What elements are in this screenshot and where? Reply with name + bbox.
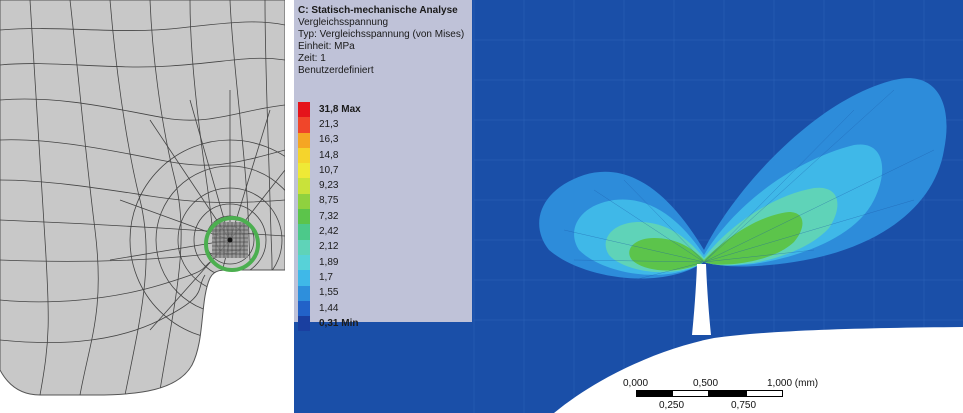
analysis-title: C: Statisch-mechanische Analyse bbox=[298, 5, 458, 16]
legend-level: 8,75 bbox=[298, 193, 361, 210]
legend-label: 1,7 bbox=[319, 271, 333, 283]
notch-slot bbox=[692, 264, 711, 335]
notch-highlight-circle bbox=[204, 216, 260, 272]
scale-seg-2 bbox=[672, 390, 709, 397]
scale-bar: 0,000 0,500 1,000 (mm) 0,250 0,750 bbox=[621, 376, 871, 412]
scale-tick-0: 0,000 bbox=[623, 378, 649, 389]
legend-level: 2,12 bbox=[298, 239, 361, 255]
legend-swatch bbox=[298, 239, 310, 255]
legend-swatch bbox=[298, 132, 310, 148]
legend-label: 14,8 bbox=[319, 149, 339, 161]
results-legend: C: Statisch-mechanische Analyse Vergleic… bbox=[294, 0, 472, 332]
legend-swatch bbox=[298, 270, 310, 286]
legend-label: 31,8 Max bbox=[319, 103, 361, 115]
legend-label: 2,12 bbox=[319, 241, 339, 253]
legend-label: 0,31 Min bbox=[319, 317, 359, 329]
legend-swatch bbox=[298, 147, 310, 164]
legend-swatch bbox=[298, 254, 310, 271]
legend-level: 1,7 bbox=[298, 270, 361, 286]
legend-swatch bbox=[298, 300, 310, 317]
part-body bbox=[0, 0, 285, 396]
legend-label: 1,55 bbox=[319, 287, 339, 299]
legend-label: 1,89 bbox=[319, 256, 339, 268]
legend-level: 9,23 bbox=[298, 178, 361, 194]
mesh-lines bbox=[0, 0, 285, 395]
refined-mesh bbox=[212, 222, 248, 258]
legend-label: 2,42 bbox=[319, 226, 339, 238]
scale-tick-2: 1,000 (mm) bbox=[767, 378, 819, 389]
legend-swatch bbox=[298, 178, 310, 194]
legend-level: 1,55 bbox=[298, 285, 361, 301]
legend-level: 31,8 Max bbox=[298, 102, 361, 118]
legend-swatch bbox=[298, 316, 310, 332]
legend-swatch bbox=[298, 163, 310, 179]
result-name: Vergleichsspannung bbox=[298, 17, 389, 28]
legend-level: 16,3 bbox=[298, 132, 361, 148]
mesh-drawing bbox=[0, 0, 285, 396]
legend-level: 14,8 bbox=[298, 147, 361, 164]
result-type: Typ: Vergleichsspannung (von Mises) bbox=[298, 29, 465, 40]
legend-level: 2,42 bbox=[298, 224, 361, 240]
result-unit: Einheit: MPa bbox=[298, 41, 355, 52]
scale-tick-1: 0,500 bbox=[693, 378, 719, 389]
scale-mode: Benutzerdefiniert bbox=[298, 65, 374, 76]
legend-swatch bbox=[298, 285, 310, 301]
legend-label: 9,23 bbox=[319, 180, 339, 192]
scale-seg-4 bbox=[746, 390, 783, 397]
legend-level: 21,3 bbox=[298, 117, 361, 133]
legend-swatch bbox=[298, 193, 310, 210]
scale-seg-1 bbox=[636, 390, 672, 397]
legend-swatch bbox=[298, 224, 310, 240]
scale-tick-b2: 0,750 bbox=[731, 400, 757, 411]
legend-label: 1,44 bbox=[319, 302, 339, 314]
legend-label: 8,75 bbox=[319, 195, 339, 207]
result-time: Zeit: 1 bbox=[298, 53, 326, 64]
legend-swatch bbox=[298, 102, 310, 118]
legend-label: 7,32 bbox=[319, 210, 339, 222]
scale-seg-3 bbox=[709, 390, 746, 397]
scale-tick-b1: 0,250 bbox=[659, 400, 685, 411]
legend-label: 16,3 bbox=[319, 134, 339, 146]
legend-level: 1,44 bbox=[298, 300, 361, 317]
legend-label: 21,3 bbox=[319, 118, 339, 130]
legend-level: 1,89 bbox=[298, 254, 361, 271]
legend-level: 10,7 bbox=[298, 163, 361, 179]
legend-color-scale: 31,8 Max 21,3 16,3 14,8 10,7 9,23 8,75 7,32 2,42… bbox=[298, 102, 361, 332]
legend-level: 0,31 Min bbox=[298, 316, 361, 332]
legend-swatch bbox=[298, 117, 310, 133]
stress-result-view[interactable]: C: Statisch-mechanische Analyse Vergleic… bbox=[294, 0, 963, 413]
legend-swatch bbox=[298, 209, 310, 225]
legend-level: 7,32 bbox=[298, 209, 361, 225]
legend-label: 10,7 bbox=[319, 164, 339, 176]
mesh-view[interactable] bbox=[0, 0, 285, 413]
